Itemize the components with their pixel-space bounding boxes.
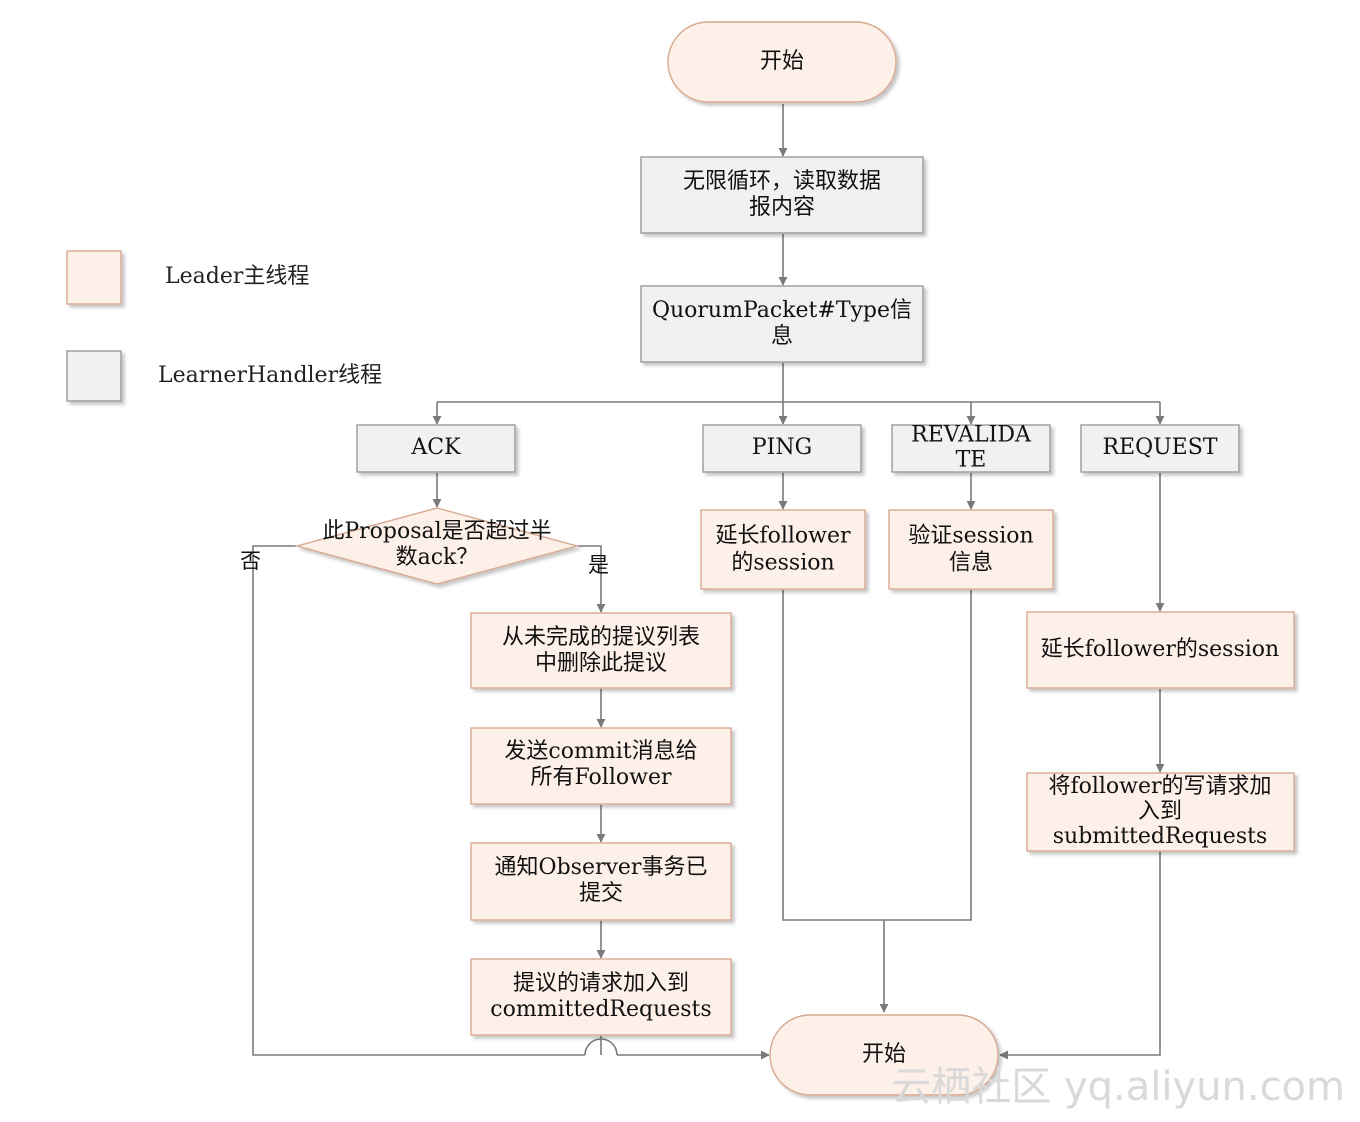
remove-proposal-box: 从未完成的提议列表中删除此提议 [470,612,732,689]
type-label: QuorumPacket#Type信息 [652,298,912,349]
label-line: PING [752,435,812,460]
branch-label-yes: 是 [588,553,609,577]
edge-decision-yes [578,545,606,613]
label-line: 信息 [949,551,993,576]
nodes: 开始 无限循环，读取数据报内容 QuorumPacket#Type信息 ACK … [240,21,1295,1096]
end-node: 开始 [769,1014,999,1096]
label-line: 验证session [908,524,1033,549]
label-line: 延长follower的session [1041,637,1279,662]
label-line: 报内容 [749,195,815,220]
label-line: 所有Follower [531,765,672,790]
label-line: 从未完成的提议列表 [502,625,700,650]
label-line: ACK [410,435,461,460]
packet-type-box: QuorumPacket#Type信息 [640,285,924,363]
legend-learner-label: LearnerHandler线程 [158,363,382,388]
label-line: 发送commit消息给 [504,739,697,764]
ping-label: PING [752,435,812,460]
legend-leader-label: Leader主线程 [165,264,309,289]
label-line: 入到 [1138,799,1182,824]
decision-diamond: 此Proposal是否超过半数ack？ [294,507,580,585]
label-line: 开始 [760,49,804,74]
branch-label-no: 否 [240,549,261,573]
label-line: 息 [771,324,793,349]
notify-observer-box: 通知Observer事务已提交 [470,842,732,921]
request-box: REQUEST [1080,424,1240,473]
remove-label: 从未完成的提议列表中删除此提议 [502,625,700,676]
end-label: 开始 [862,1042,906,1067]
label-line: 无限循环，读取数据 [683,169,881,194]
ack-label: ACK [410,435,461,460]
label-line: 此Proposal是否超过半 [322,519,551,544]
watermark: 云栖社区 yq.aliyun.com [891,1064,1345,1110]
label-line: 将follower的写请求加 [1048,774,1271,799]
edge-ping-merge [782,590,972,921]
label-line: 提议的请求加入到 [513,971,689,996]
edge-submit-end [999,852,1161,1060]
ack-box: ACK [356,424,516,473]
legend-learner-swatch [66,350,122,402]
label-line: 的session [731,551,834,576]
label-line: 延长follower [715,524,851,549]
ping-box: PING [702,424,862,473]
start-node: 开始 [667,21,897,103]
edge-decision-no [252,545,585,1056]
req-session-label: 延长follower的session [1041,637,1279,662]
label-line: 通知Observer事务已 [495,855,708,880]
label-line: 提交 [579,881,623,906]
label-line: committedRequests [490,997,711,1022]
legend: Leader主线程 LearnerHandler线程 [66,250,382,402]
observer-label: 通知Observer事务已提交 [495,855,708,906]
label-line: 开始 [862,1042,906,1067]
label-line: REVALIDA [911,423,1032,448]
decision-label: 此Proposal是否超过半数ack？ [322,519,551,570]
legend-leader-swatch [66,250,122,305]
edges [252,104,1165,1060]
label-line: 中删除此提议 [535,651,667,676]
commit-label: 发送commit消息给所有Follower [504,739,697,790]
label-line: QuorumPacket#Type信 [652,298,912,323]
send-commit-box: 发送commit消息给所有Follower [470,727,732,805]
label-line: REQUEST [1102,435,1217,460]
label-line: submittedRequests [1053,824,1268,849]
request-extend-session-box: 延长follower的session [1026,611,1295,689]
loop-read-packet-box: 无限循环，读取数据报内容 [640,156,924,234]
start-label: 开始 [760,49,804,74]
request-label: REQUEST [1102,435,1217,460]
loop-label: 无限循环，读取数据报内容 [683,169,881,220]
label-line: TE [956,448,987,473]
label-line: 数ack？ [396,545,479,570]
